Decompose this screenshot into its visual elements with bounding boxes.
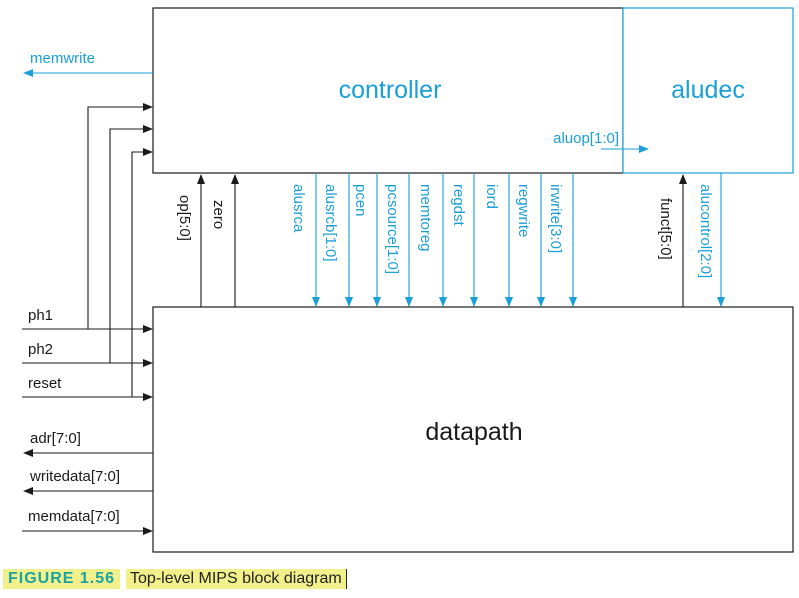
ph1-label: ph1	[28, 307, 53, 324]
aluop-label: aluop[1:0]	[553, 130, 619, 147]
controller-label: controller	[339, 76, 442, 104]
adr-label: adr[7:0]	[30, 430, 81, 447]
regwrite-label: regwrite	[515, 184, 532, 237]
op-label: op[5:0]	[176, 195, 193, 241]
regdst-label: regdst	[450, 184, 467, 227]
controller-block	[152, 7, 624, 174]
writedata-label: writedata[7:0]	[29, 468, 120, 485]
figure-caption: FIGURE 1.56 Top-level MIPS block diagram	[3, 567, 347, 591]
pcsource-label: pcsource[1:0]	[384, 184, 401, 274]
aludec-label: aludec	[671, 76, 745, 104]
aludec-block	[622, 7, 794, 174]
memtoreg-label: memtoreg	[417, 184, 434, 252]
alusrca-label: alusrca	[290, 184, 307, 233]
reset-to-controller-wire	[22, 148, 153, 398]
memwrite-label: memwrite	[30, 50, 95, 67]
irwrite-label: irwrite[3:0]	[547, 184, 564, 253]
figure-title: Top-level MIPS block diagram	[126, 569, 347, 589]
alusrcb-label: alusrcb[1:0]	[322, 184, 339, 262]
datapath-block	[152, 306, 794, 553]
reset-label: reset	[28, 375, 62, 392]
memdata-label: memdata[7:0]	[28, 508, 120, 525]
iord-label: iord	[483, 184, 500, 209]
alucontrol-label: alucontrol[2:0]	[697, 184, 714, 278]
figure-number: FIGURE 1.56	[3, 569, 121, 589]
funct-label: funct[5:0]	[657, 198, 674, 260]
ph2-label: ph2	[28, 341, 53, 358]
zero-label: zero	[210, 200, 227, 229]
pcen-label: pcen	[352, 184, 369, 217]
datapath-label: datapath	[425, 418, 522, 446]
